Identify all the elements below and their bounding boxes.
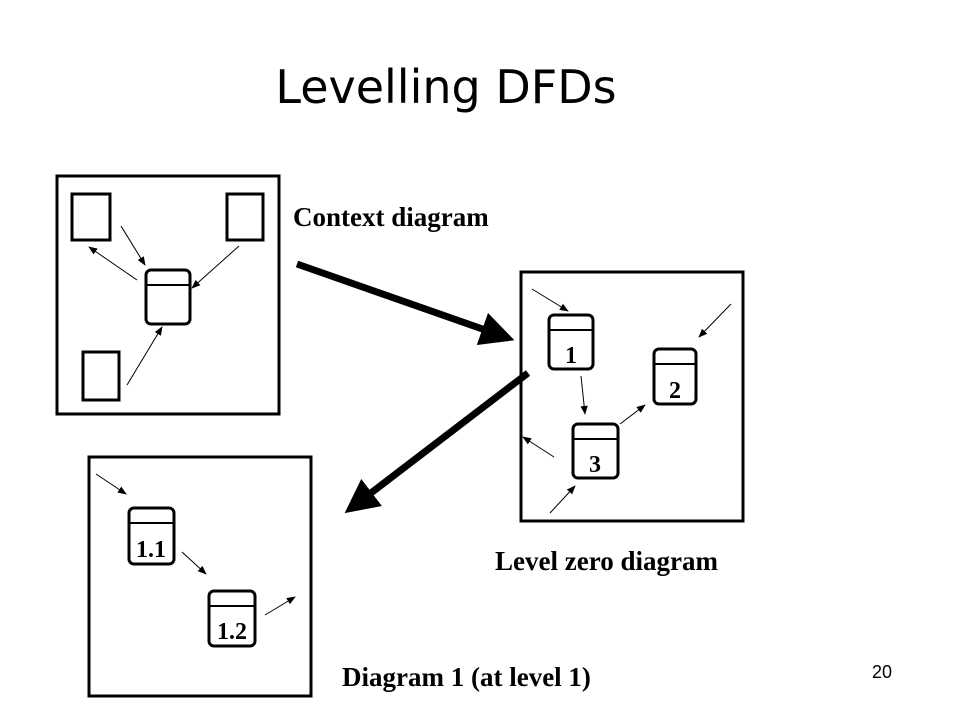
data-flow-arrow xyxy=(531,288,569,312)
external-entity xyxy=(81,350,121,402)
data-flow-arrow xyxy=(264,596,296,616)
level-zero-diagram-label: Level zero diagram xyxy=(495,546,718,576)
external-entity xyxy=(225,192,265,242)
data-flow-arrow xyxy=(580,375,588,415)
data-flow-arrow xyxy=(181,551,207,575)
refine-arrow-level-zero-to-diagram-1 xyxy=(344,370,531,514)
process-1: 1 xyxy=(547,313,595,371)
slide-title: Levelling DFDs xyxy=(275,60,617,114)
data-flow-arrow xyxy=(126,326,163,386)
process-3-number: 3 xyxy=(589,452,601,478)
context-diagram xyxy=(55,174,281,416)
data-flow-arrow xyxy=(95,473,127,495)
diagram-1-label: Diagram 1 (at level 1) xyxy=(342,662,591,692)
data-flow-arrow xyxy=(522,436,555,458)
data-flow-arrow xyxy=(549,485,576,514)
diagram-1: 1.1 1.2 xyxy=(87,455,313,698)
process-1-number: 1 xyxy=(565,343,577,369)
process-1-1: 1.1 xyxy=(127,506,176,566)
context-diagram-label: Context diagram xyxy=(293,202,489,232)
level-zero-diagram-frame xyxy=(519,270,745,523)
data-flow-arrow xyxy=(120,225,146,266)
level-zero-diagram: 1 2 3 xyxy=(519,270,745,523)
process-3: 3 xyxy=(571,422,620,480)
data-flow-arrow xyxy=(88,246,138,281)
diagram-1-frame xyxy=(87,455,313,698)
process-1-2-number: 1.2 xyxy=(217,619,247,645)
context-diagram-frame xyxy=(55,174,281,416)
page-number: 20 xyxy=(872,662,893,682)
data-flow-arrow xyxy=(191,245,240,289)
data-flow-arrow xyxy=(619,404,646,425)
process-1-1-number: 1.1 xyxy=(136,537,166,563)
process-2: 2 xyxy=(652,347,698,406)
context-process xyxy=(144,268,192,326)
data-flow-arrow xyxy=(698,303,732,338)
refine-arrow-context-to-level-zero xyxy=(295,260,515,346)
process-2-number: 2 xyxy=(669,378,681,404)
process-1-2: 1.2 xyxy=(207,589,257,648)
external-entity xyxy=(70,192,112,242)
